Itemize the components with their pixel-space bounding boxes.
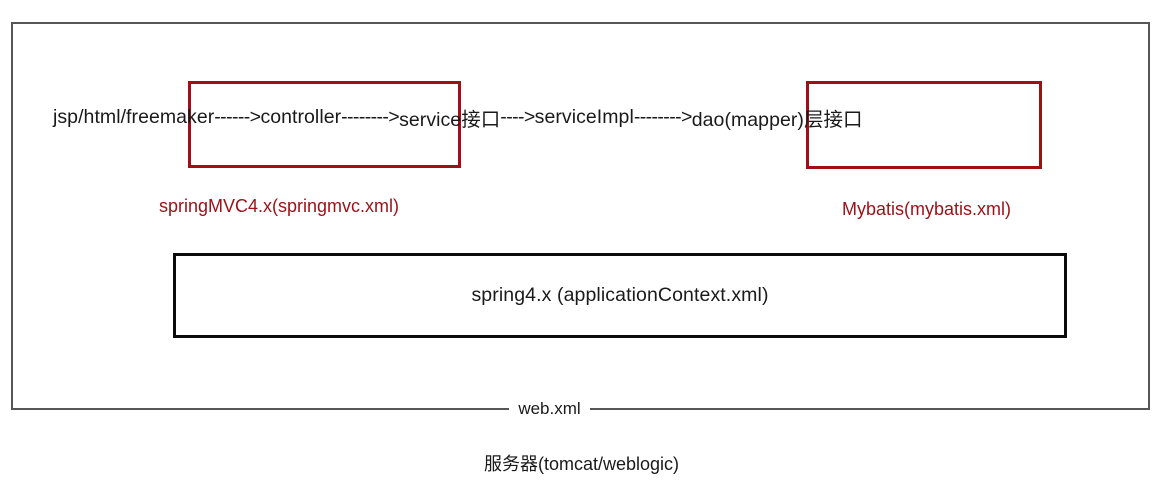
flow-arrow-service-to-impl: ----> [500, 105, 535, 128]
flow-node-controller: controller [260, 105, 342, 128]
server-caption: 服务器(tomcat/weblogic) [483, 454, 680, 474]
springmvc-highlight-box [188, 81, 461, 168]
spring-container-box: spring4.x (applicationContext.xml) [173, 253, 1067, 338]
spring-container-label: spring4.x (applicationContext.xml) [471, 284, 769, 306]
mybatis-caption: Mybatis(mybatis.xml) [842, 199, 1012, 219]
web-xml-strip: web.xml [11, 397, 1150, 421]
springmvc-caption: springMVC4.x(springmvc.xml) [159, 196, 400, 216]
flow-node-dao: dao(mapper)层接口 [691, 108, 863, 131]
web-xml-label: web.xml [509, 399, 590, 419]
mybatis-highlight-box [806, 81, 1042, 169]
flow-arrow-controller-to-service: --------> [341, 105, 400, 128]
request-flow-row: jsp/html/freemaker ------> controller --… [53, 103, 863, 131]
flow-node-service: service接口 [399, 108, 501, 131]
flow-node-view: jsp/html/freemaker [53, 105, 215, 128]
flow-arrow-impl-to-dao: --------> [633, 105, 693, 128]
flow-arrow-view-to-controller: ------> [214, 105, 261, 128]
flow-node-service-impl: serviceImpl [534, 105, 634, 128]
